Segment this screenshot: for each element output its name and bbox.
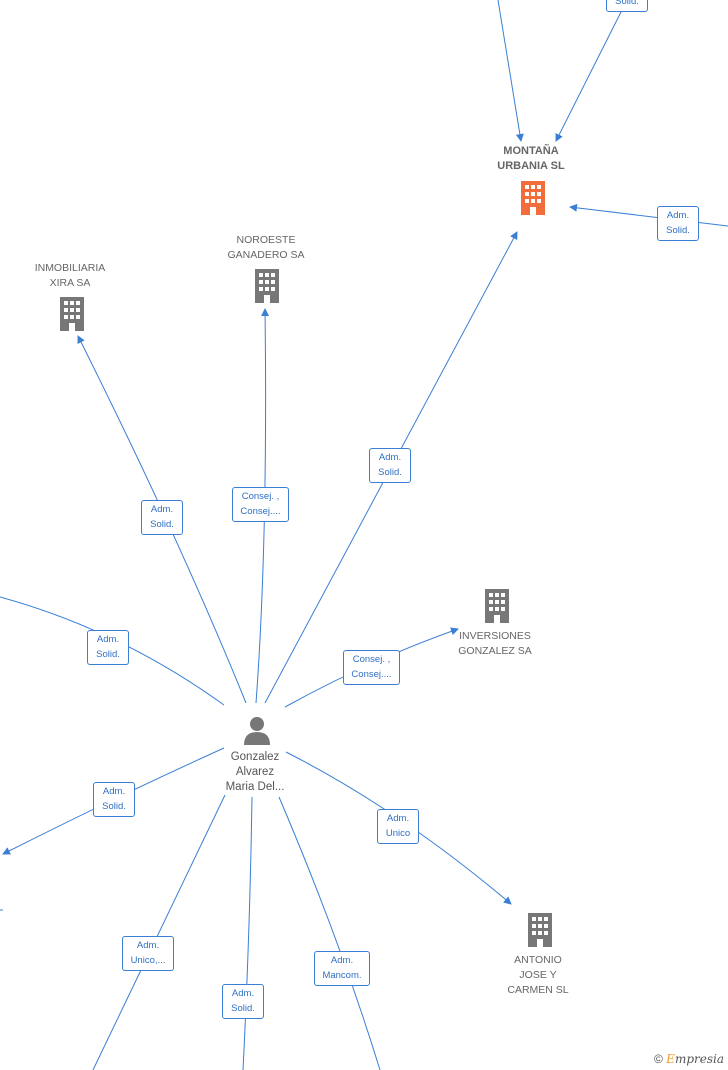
building-icon-antonio[interactable] [525,913,555,947]
role-box-inversiones[interactable]: Consej. , Consej.... [343,650,400,685]
role-box-noroeste[interactable]: Consej. , Consej.... [232,487,289,522]
edge-person-to-bottom-right [278,796,381,1070]
role-box-bottom-left[interactable]: Adm. Unico,... [122,936,174,971]
edge-top-to-montana-2 [555,9,623,142]
building-icon-montana[interactable] [518,181,548,215]
edge-person-to-bottom-left [92,794,226,1070]
person-icon[interactable] [242,715,272,745]
role-box-bottom-mid[interactable]: Adm. Solid. [222,984,264,1019]
empresia-watermark: © Empresia [654,1052,724,1066]
building-icon-inmobiliaria[interactable] [57,297,87,331]
company-label-montana[interactable]: MONTAÑA URBANIA SL [497,145,565,172]
role-box-montana[interactable]: Adm. Solid. [369,448,411,483]
role-box-left-lower[interactable]: Adm. Solid. [93,782,135,817]
company-label-inmobiliaria[interactable]: INMOBILIARIA XIRA SA [34,262,106,289]
brand-initial: E [666,1052,675,1066]
company-label-inversiones[interactable]: INVERSIONES GONZALEZ SA [458,630,532,657]
role-box-bottom-right[interactable]: Adm. Mancom. [314,951,370,986]
building-icon-inversiones[interactable] [482,589,512,623]
company-label-noroeste[interactable]: NOROESTE GANADERO SA [227,234,305,261]
role-box-top-right[interactable]: Solid. [606,0,648,12]
edge-person-to-noroeste [255,308,270,704]
building-icon-noroeste[interactable] [252,269,282,303]
role-box-montana-right[interactable]: Adm. Solid. [657,206,699,241]
edge-person-to-bottom-mid [242,796,253,1070]
person-label[interactable]: Gonzalez Alvarez Maria Del... [225,751,285,793]
role-box-antonio[interactable]: Adm. Unico [377,809,419,844]
copyright-symbol: © [653,1052,663,1066]
edge-right-to-montana [569,203,728,227]
company-label-antonio[interactable]: ANTONIO JOSE Y CARMEN SL [507,954,569,996]
edge-top-to-montana-1 [497,0,524,142]
brand-name: mpresia [674,1052,724,1066]
role-box-left-upper[interactable]: Adm. Solid. [87,630,129,665]
role-box-inmobiliaria[interactable]: Adm. Solid. [141,500,183,535]
